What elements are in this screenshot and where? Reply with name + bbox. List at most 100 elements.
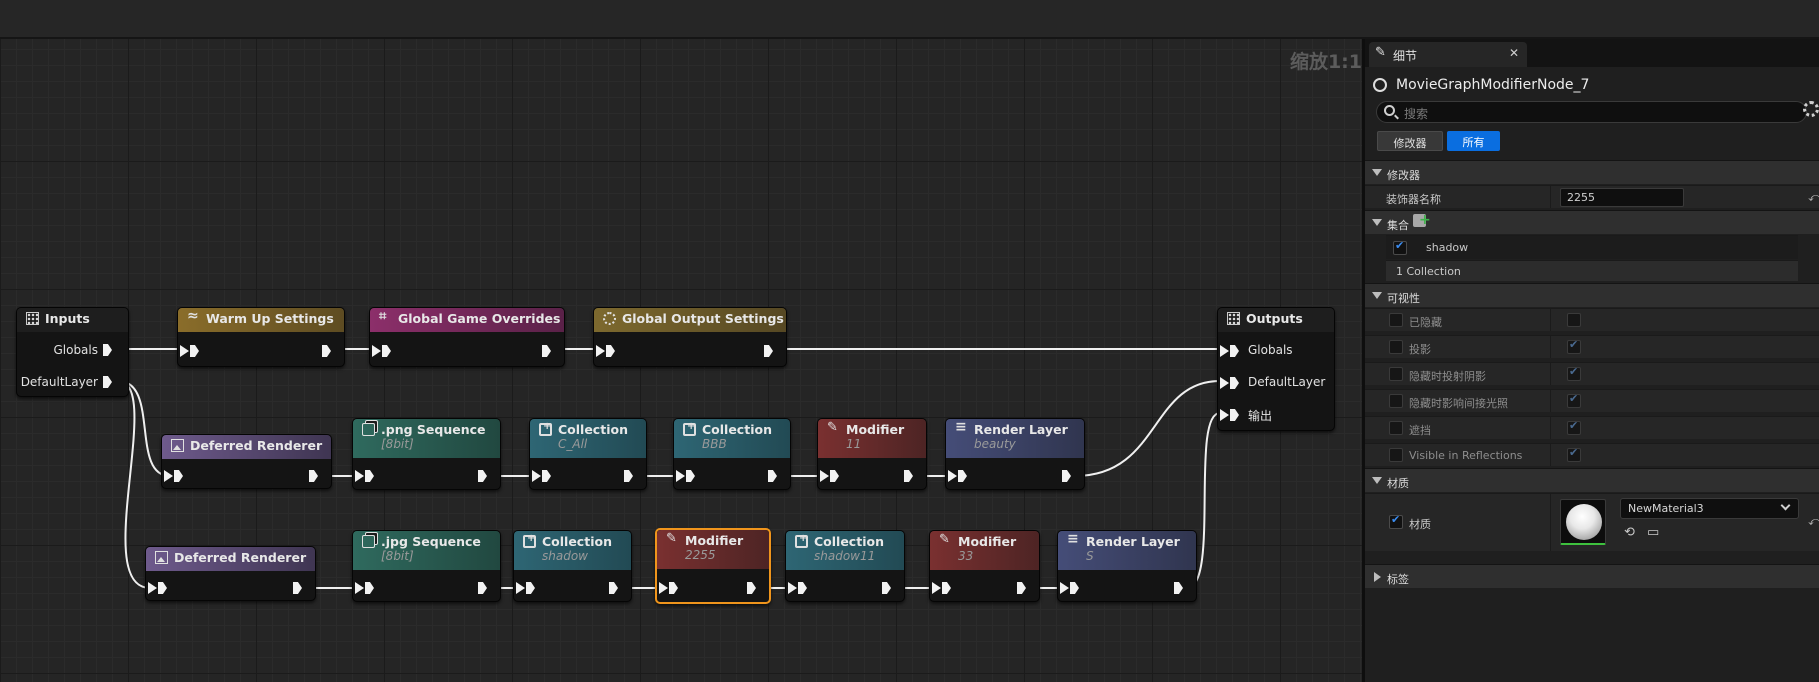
pin-in[interactable]	[676, 470, 688, 482]
collection-item-shadow[interactable]: shadow	[1386, 235, 1798, 259]
pin-in-exec[interactable]	[542, 470, 554, 482]
material-thumbnail[interactable]	[1560, 499, 1606, 545]
pin-out[interactable]	[322, 345, 334, 357]
modifier-name-field[interactable]: 2255	[1560, 188, 1684, 207]
value-checkbox[interactable]	[1567, 446, 1581, 462]
node-warm-up-settings[interactable]: Warm Up Settings	[177, 307, 345, 367]
settings-gear-icon[interactable]	[1803, 101, 1819, 117]
tab-details[interactable]: ✎ 细节 ✕	[1369, 42, 1527, 67]
override-checkbox[interactable]	[1389, 313, 1403, 327]
pin-in-exec[interactable]	[686, 470, 698, 482]
pin-in-exec[interactable]	[526, 582, 538, 594]
graph-canvas[interactable]: 缩放1:1	[0, 39, 1362, 682]
node-outputs[interactable]: Outputs Globals DefaultLayer 输出	[1217, 307, 1335, 431]
node-global-game-overrides[interactable]: Global Game Overrides	[369, 307, 565, 367]
use-selected-icon[interactable]: ⟲	[1624, 525, 1635, 540]
pin-out[interactable]	[309, 470, 321, 482]
override-checkbox[interactable]	[1389, 367, 1403, 381]
pin-in[interactable]	[659, 582, 671, 594]
reset-arrow-icon[interactable]: ⤺	[1808, 514, 1819, 528]
pin-in[interactable]	[355, 582, 367, 594]
node-deferred-renderer-1[interactable]: Deferred Renderer	[161, 434, 332, 489]
pin-out[interactable]	[768, 470, 780, 482]
pin-out[interactable]	[609, 582, 621, 594]
pin-out[interactable]	[542, 345, 554, 357]
section-materials-header[interactable]: 材质	[1365, 468, 1819, 492]
pin-out[interactable]	[293, 582, 305, 594]
section-tags-header[interactable]: 标签	[1365, 564, 1819, 588]
pin-in[interactable]	[1060, 582, 1072, 594]
pin-out[interactable]	[747, 582, 759, 594]
pin-out[interactable]	[764, 345, 776, 357]
filter-all-button[interactable]: 所有	[1447, 131, 1500, 151]
value-checkbox[interactable]	[1567, 419, 1581, 435]
pin-in-exec[interactable]	[942, 582, 954, 594]
override-checkbox[interactable]	[1389, 394, 1403, 408]
pin-out[interactable]	[478, 470, 490, 482]
pin-in[interactable]	[148, 582, 160, 594]
pin-out[interactable]	[624, 470, 636, 482]
pin-globals-out[interactable]	[103, 344, 115, 356]
section-visibility-header[interactable]: 可视性	[1365, 283, 1819, 307]
pin-in[interactable]	[164, 470, 176, 482]
pin-in[interactable]	[820, 470, 832, 482]
section-collections-header[interactable]: 集合	[1365, 210, 1819, 234]
node-inputs[interactable]: Inputs Globals DefaultLayer	[16, 307, 129, 397]
reset-arrow-icon[interactable]: ⤺	[1808, 190, 1819, 204]
pin-in-exec[interactable]	[365, 470, 377, 482]
pin-in[interactable]	[596, 345, 608, 357]
pin-in[interactable]	[372, 345, 384, 357]
pin-out[interactable]	[1174, 582, 1186, 594]
add-collection-icon[interactable]	[1413, 214, 1431, 227]
pin-output-in[interactable]	[1230, 409, 1242, 421]
pin-in-exec[interactable]	[606, 345, 618, 357]
close-icon[interactable]: ✕	[1508, 46, 1519, 60]
pin-in[interactable]	[932, 582, 944, 594]
pin-globals-in[interactable]	[1230, 345, 1242, 357]
pin-in[interactable]	[180, 345, 192, 357]
pin-in-exec[interactable]	[958, 470, 970, 482]
pin-default-layer-out[interactable]	[103, 376, 115, 388]
pin-out[interactable]	[1017, 582, 1029, 594]
pin-default-layer-in-arrow[interactable]	[1220, 377, 1232, 389]
node-png-sequence[interactable]: .png Sequence[8bit]	[352, 418, 501, 490]
pin-in[interactable]	[532, 470, 544, 482]
node-jpg-sequence[interactable]: .jpg Sequence[8bit]	[352, 530, 501, 602]
pin-out[interactable]	[882, 582, 894, 594]
value-checkbox[interactable]	[1567, 313, 1581, 327]
pin-in-exec[interactable]	[1070, 582, 1082, 594]
browse-folder-icon[interactable]: ▭	[1647, 525, 1660, 540]
pin-in-exec[interactable]	[830, 470, 842, 482]
node-global-output-settings[interactable]: Global Output Settings	[593, 307, 787, 367]
value-checkbox[interactable]	[1567, 365, 1581, 381]
search-input[interactable]: 搜索	[1376, 101, 1807, 123]
value-checkbox[interactable]	[1567, 392, 1581, 408]
pin-in[interactable]	[788, 582, 800, 594]
pin-in-exec[interactable]	[798, 582, 810, 594]
pin-default-layer-in[interactable]	[1230, 377, 1242, 389]
collection-checkbox[interactable]	[1393, 239, 1407, 255]
pin-in[interactable]	[516, 582, 528, 594]
pin-in-exec[interactable]	[190, 345, 202, 357]
pin-in-exec[interactable]	[365, 582, 377, 594]
node-deferred-renderer-2[interactable]: Deferred Renderer	[145, 546, 316, 601]
pin-in[interactable]	[355, 470, 367, 482]
pin-output-in-arrow[interactable]	[1220, 409, 1232, 421]
value-checkbox[interactable]	[1567, 338, 1581, 354]
pin-in-exec[interactable]	[382, 345, 394, 357]
override-checkbox[interactable]	[1389, 448, 1403, 462]
pin-in-exec[interactable]	[158, 582, 170, 594]
material-combo[interactable]: NewMaterial3	[1620, 498, 1799, 519]
pin-in-exec[interactable]	[174, 470, 186, 482]
pin-out[interactable]	[904, 470, 916, 482]
pin-globals-in-arrow[interactable]	[1220, 345, 1232, 357]
filter-modifier-button[interactable]: 修改器	[1377, 131, 1443, 151]
